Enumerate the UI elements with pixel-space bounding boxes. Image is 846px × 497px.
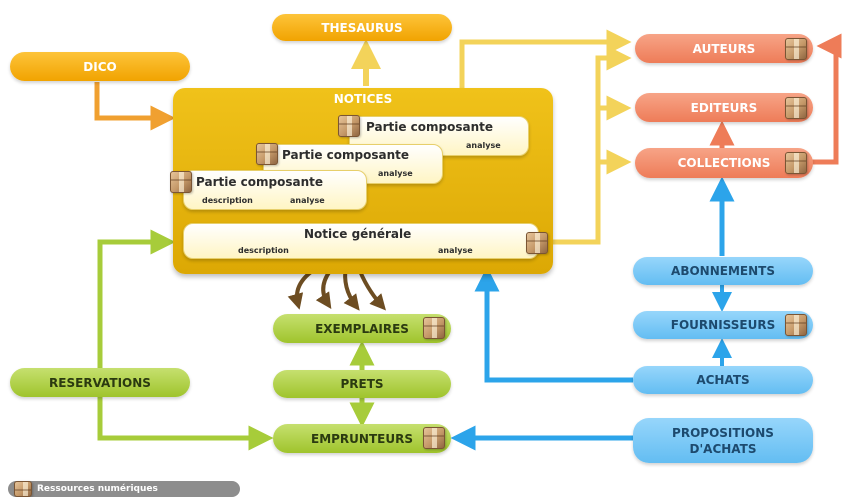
editeurs-label: EDITEURS [690,100,758,115]
legend: Ressources numériques [8,481,240,497]
node-auteurs[interactable]: AUTEURS [635,34,813,63]
auteurs-label: AUTEURS [692,41,756,56]
arrow-reservations-emprunteurs [97,396,274,451]
exemplaires-label: EXEMPLAIRES [315,321,409,336]
node-editeurs[interactable]: EDITEURS [635,93,813,122]
node-achats[interactable]: ACHATS [633,366,813,394]
fournisseurs-label: FOURNISSEURS [670,318,776,332]
node-thesaurus[interactable]: THESAURUS [272,14,452,41]
notices-container[interactable]: NOTICES Partie composante analyse Partie… [170,88,553,274]
dico-label: DICO [83,59,117,74]
card-title: Partie composante [196,175,324,189]
collections-label: COLLECTIONS [677,156,771,170]
resource-box-icon [785,97,807,119]
arrow-dico-notices [94,82,176,131]
node-fournisseurs[interactable]: FOURNISSEURS [633,311,813,339]
propositions-label-line1: PROPOSITIONS [672,425,774,440]
notice-generale-card[interactable]: Notice générale description analyse [183,223,548,259]
arrow-notice-auteurs [595,45,632,162]
node-reservations[interactable]: RESERVATIONS [10,368,190,397]
partie-composante-card-3[interactable]: Partie composante description analyse [170,170,367,210]
resource-box-icon [785,38,807,60]
resource-box-icon [256,143,278,165]
emprunteurs-label: EMPRUNTEURS [311,431,413,446]
node-collections[interactable]: COLLECTIONS [635,148,813,178]
abonnements-label: ABONNEMENTS [671,264,775,278]
thesaurus-label: THESAURUS [321,20,403,35]
reservations-label: RESERVATIONS [49,375,151,390]
arrow-notice-collections [553,149,632,245]
resource-box-icon [785,314,807,336]
arrow-reservations-notices [97,229,176,368]
node-abonnements[interactable]: ABONNEMENTS [633,257,813,285]
notices-title: NOTICES [333,92,393,106]
prets-label: PRETS [340,377,384,391]
resource-box-icon [338,115,360,137]
resource-box-icon [423,317,445,339]
node-prets[interactable]: PRETS [273,370,451,398]
node-propositions-achats[interactable]: PROPOSITIONS D'ACHATS [633,418,813,463]
arrow-collections-auteurs [812,33,842,165]
card-description: description [202,196,253,205]
arrow-achats-notices [474,266,633,383]
card-description: description [238,246,289,255]
resource-box-icon [785,152,807,174]
card-title: Partie composante [282,148,410,162]
card-title: Notice générale [304,227,412,241]
resource-box-icon [170,171,192,193]
legend-label: Ressources numériques [37,484,158,494]
resource-box-icon [526,232,548,254]
card-analyse: analyse [466,141,501,150]
card-analyse: analyse [290,196,325,205]
node-exemplaires[interactable]: EXEMPLAIRES [273,314,451,343]
card-analyse: analyse [438,246,473,255]
card-title: Partie composante [366,120,494,134]
resource-box-icon [423,427,445,449]
node-emprunteurs[interactable]: EMPRUNTEURS [273,424,451,453]
card-analyse: analyse [378,169,413,178]
achats-label: ACHATS [696,373,750,387]
propositions-label-line2: D'ACHATS [689,441,757,456]
node-dico[interactable]: DICO [10,52,190,81]
resource-box-icon [14,481,32,497]
